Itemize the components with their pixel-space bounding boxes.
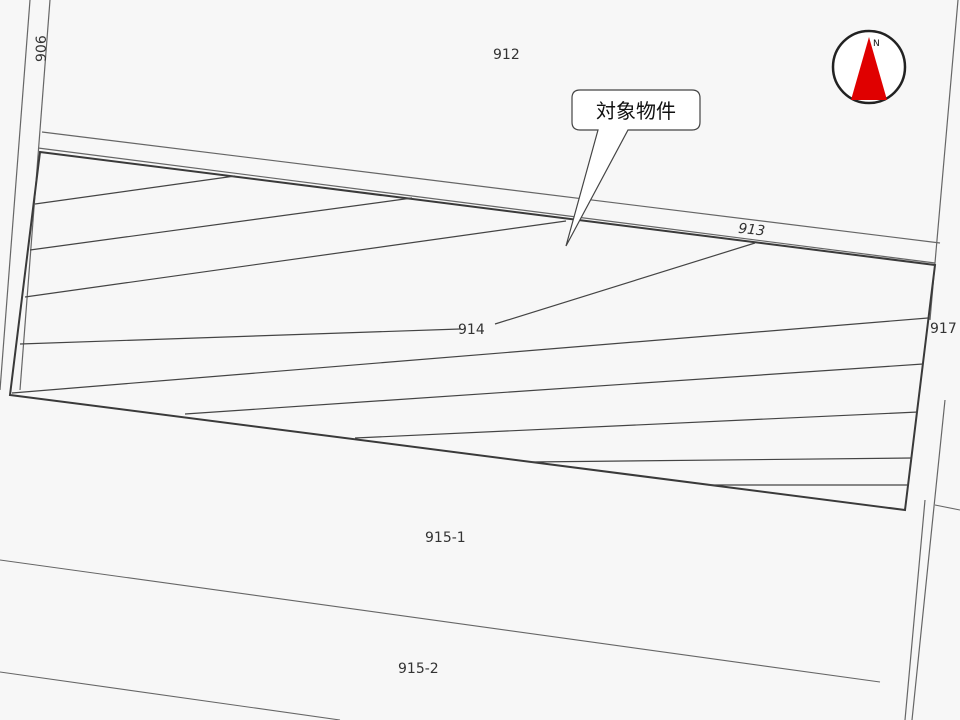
target-parcel-914 (8, 150, 937, 512)
lower-parcel-lines (0, 504, 960, 720)
parcel-label-914: 914 (458, 322, 485, 338)
compass-north-letter: N (873, 39, 880, 49)
callout-label: 対象物件 (596, 99, 676, 123)
parcel-label-915-1: 915-1 (425, 530, 466, 546)
parcel-label-912: 912 (493, 47, 520, 63)
parcel-914-hatching (11, 175, 929, 486)
callout-bubble (565, 89, 701, 247)
parcel-label-915-2: 915-2 (398, 661, 439, 677)
target-property-callout: 対象物件 (565, 89, 701, 247)
parcel-914-boundary (8, 150, 937, 512)
parcel-label-913: 913 (737, 221, 765, 240)
parcel-label-906: 906 (34, 35, 50, 62)
parcel-label-917: 917 (930, 321, 957, 337)
north-arrow-icon: N (831, 29, 907, 105)
strip-913 (37, 131, 941, 264)
